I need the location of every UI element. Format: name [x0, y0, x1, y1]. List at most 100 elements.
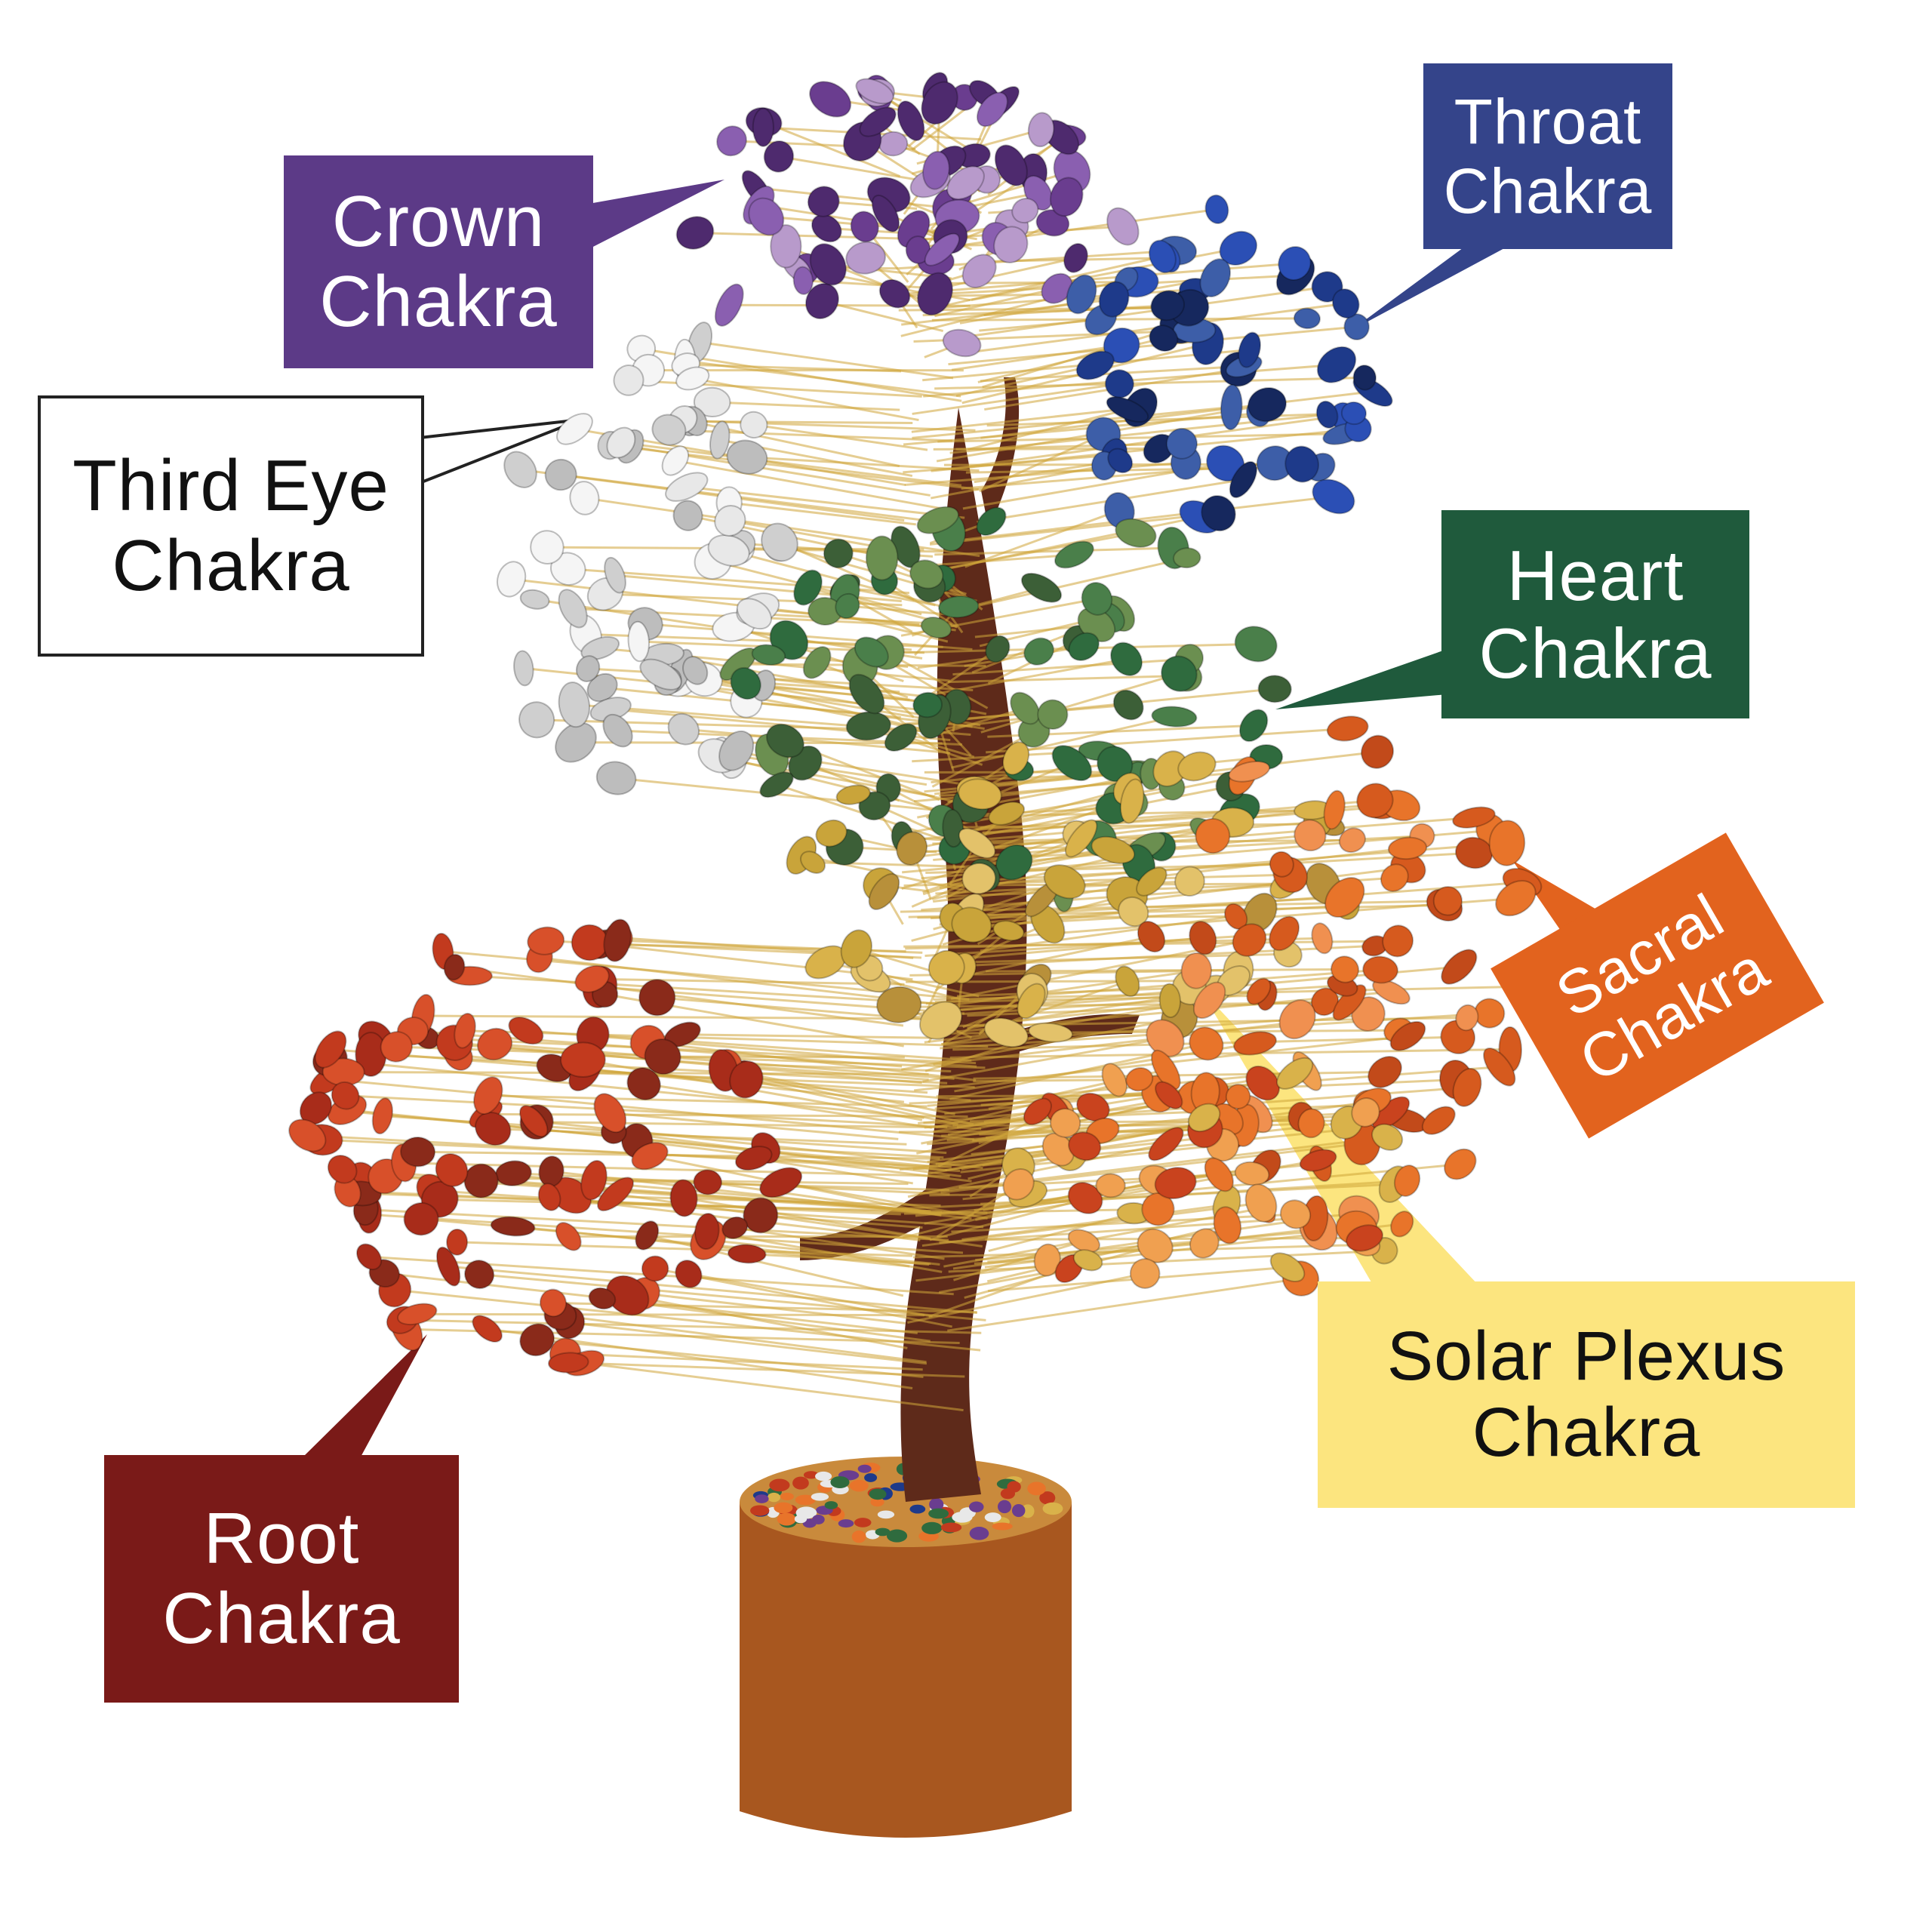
- lower-right-stones: [1001, 1049, 1421, 1297]
- stone-chip: [1444, 1148, 1477, 1180]
- stone-chip: [976, 91, 1008, 128]
- throat-chakra-label: Throat Chakra: [1423, 63, 1672, 249]
- wire-branch: [931, 317, 1307, 321]
- stone-chip: [1279, 1199, 1312, 1229]
- stone-chip: [845, 241, 886, 275]
- stone-chip: [569, 481, 600, 515]
- base-chip: [803, 1471, 819, 1479]
- stone-chip: [602, 713, 633, 748]
- stone-chip: [1380, 863, 1409, 892]
- third-eye-chakra-label-line2: Chakra: [112, 525, 350, 606]
- stone-chip: [1360, 734, 1395, 769]
- base-chip: [1042, 1502, 1063, 1515]
- stone-chip: [1312, 478, 1355, 515]
- heart-chakra-label-line2: Chakra: [1478, 614, 1712, 693]
- stone-chip: [454, 1012, 476, 1049]
- solar-plexus-chakra-label: Solar Plexus Chakra: [1318, 1281, 1855, 1508]
- stone-chip: [1180, 952, 1213, 989]
- root-stones: [288, 918, 803, 1377]
- wire-branch: [948, 325, 1357, 366]
- wire-branch: [763, 121, 901, 178]
- stone-chip: [1219, 230, 1258, 266]
- stone-chip: [631, 1142, 669, 1171]
- stone-chip: [1488, 820, 1526, 866]
- wire-branch: [520, 468, 905, 522]
- stone-chip: [961, 254, 997, 288]
- stone-chip: [835, 592, 860, 620]
- stone-chip: [865, 535, 899, 581]
- stone-chip: [840, 929, 873, 968]
- stone-chip: [1323, 789, 1346, 830]
- wire-branch: [961, 808, 1335, 818]
- base-chip: [794, 1515, 808, 1524]
- wire-branch: [966, 922, 1048, 961]
- stone-chip: [850, 211, 879, 243]
- wire-branch: [700, 341, 954, 380]
- wire-branch: [980, 672, 1180, 734]
- base-chip: [886, 1529, 908, 1543]
- stone-chip: [1332, 984, 1367, 1021]
- stone-chip: [1315, 400, 1339, 429]
- stone-chip: [1146, 1019, 1185, 1057]
- wire-branch: [763, 684, 926, 703]
- stone-chip: [921, 81, 958, 125]
- wire-branch: [465, 1029, 989, 1048]
- wire-branch: [959, 285, 1327, 339]
- stone-chip: [667, 712, 700, 746]
- wire-branch: [932, 969, 1197, 1009]
- stone-chip: [1110, 641, 1143, 676]
- stone-chip: [446, 1228, 469, 1256]
- stone-chip: [1165, 427, 1198, 460]
- wire-branch: [454, 1041, 922, 1084]
- stone-chip: [707, 534, 750, 567]
- base-chip: [795, 1494, 816, 1506]
- stone-chip: [508, 1017, 544, 1045]
- stone-chip: [1269, 1252, 1306, 1283]
- stone-chip: [371, 1097, 394, 1135]
- crown-chakra-label: Crown Chakra: [284, 155, 593, 368]
- wire-branch: [931, 731, 1035, 788]
- wire-branch: [765, 1146, 944, 1159]
- root-chakra-label-line2: Chakra: [162, 1578, 401, 1659]
- wire-branch: [907, 1143, 1167, 1198]
- stone-chip: [804, 282, 839, 320]
- base-chip: [1027, 1481, 1046, 1496]
- stone-chip: [638, 979, 676, 1017]
- stone-chip: [951, 906, 992, 943]
- base-chip: [750, 1505, 770, 1516]
- stone-chip: [558, 681, 591, 728]
- stone-chip: [1049, 177, 1084, 217]
- wire-branch: [682, 1033, 945, 1039]
- stone-chip: [845, 711, 891, 741]
- solar-plexus-chakra-label-line2: Chakra: [1472, 1394, 1701, 1471]
- wire-branch: [948, 674, 1185, 684]
- wire-branch: [657, 996, 921, 1020]
- base-chip: [968, 1501, 984, 1512]
- chakra-stone-clusters: [288, 72, 1543, 1377]
- stone-chip: [1023, 637, 1055, 666]
- stone-chip: [1173, 547, 1201, 569]
- base-chip: [928, 1508, 949, 1519]
- stone-chip: [928, 949, 965, 986]
- base-chip: [952, 1512, 973, 1523]
- wire-branch: [986, 727, 1348, 754]
- stone-chip: [560, 1041, 606, 1078]
- wire-branch: [568, 1361, 965, 1378]
- stone-chip: [1204, 194, 1229, 225]
- wire-branch: [979, 318, 1101, 332]
- stone-chip: [403, 1201, 439, 1236]
- base-chip: [969, 1527, 989, 1540]
- stone-chip: [734, 1146, 773, 1171]
- wire-branch: [952, 657, 1189, 676]
- wire-branch: [986, 412, 1355, 427]
- wire-branch: [937, 288, 1196, 309]
- stone-chip: [644, 1038, 681, 1075]
- stone-chip: [1421, 1106, 1456, 1135]
- base-chip: [877, 1510, 895, 1519]
- stone-chip: [958, 778, 1002, 811]
- stone-chip: [1106, 207, 1140, 246]
- wire-branch: [329, 1078, 975, 1141]
- stone-chip: [1067, 1182, 1103, 1214]
- stone-chip: [1331, 288, 1360, 319]
